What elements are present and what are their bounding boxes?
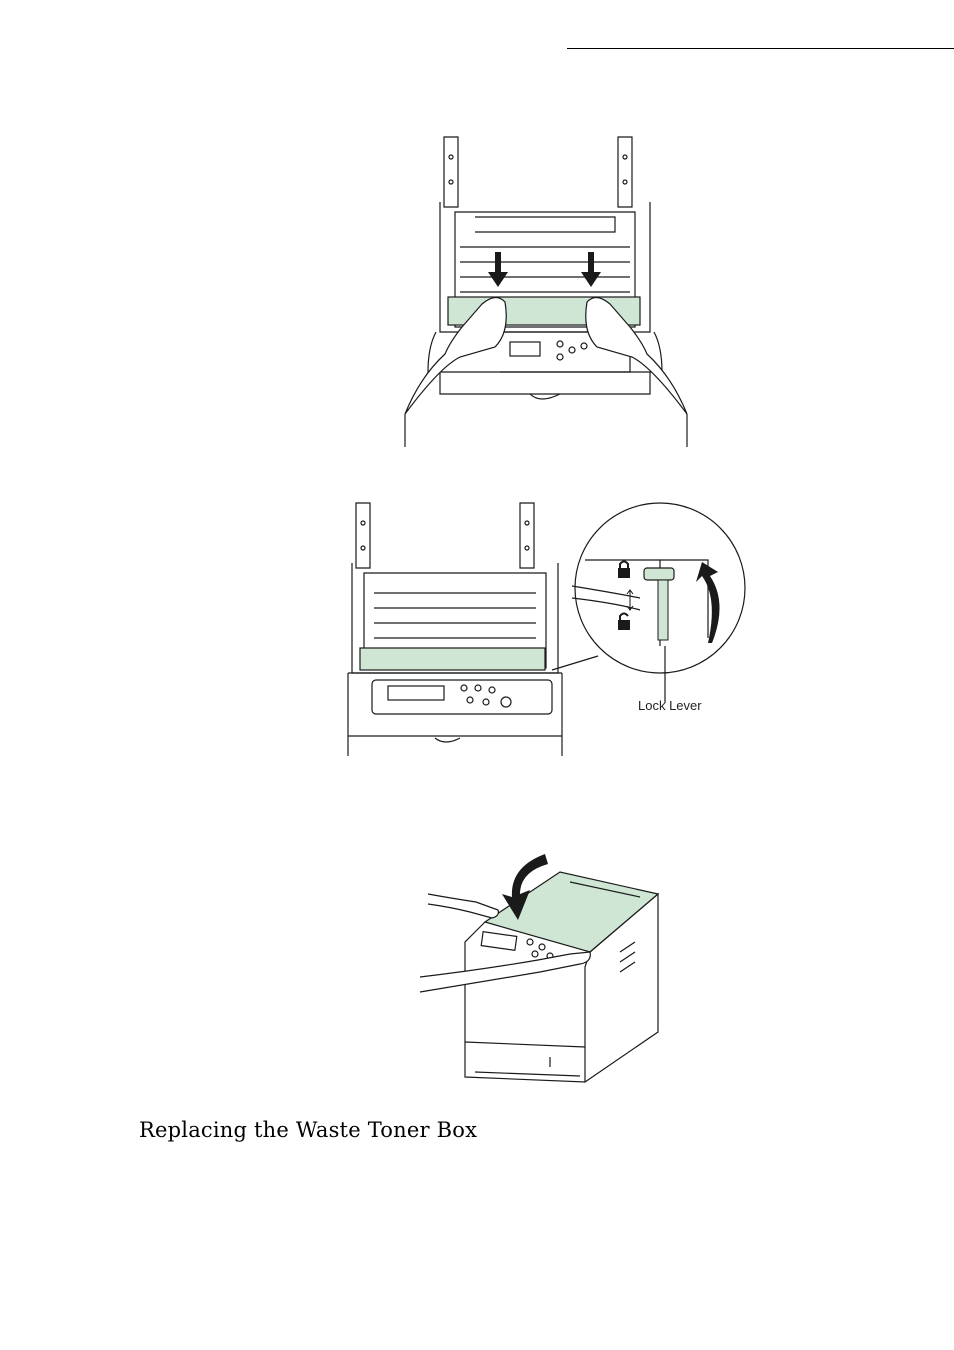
figure-lock-lever xyxy=(340,498,750,756)
lock-lever-label: Lock Lever xyxy=(638,698,702,713)
figure-close-cover xyxy=(420,842,665,1087)
printer-close-cover-illustration xyxy=(420,842,665,1087)
printer-lock-lever-illustration xyxy=(340,498,750,756)
section-heading-waste-toner: Replacing the Waste Toner Box xyxy=(139,1118,477,1142)
printer-open-toner-illustration xyxy=(400,132,692,447)
lock-closed-icon xyxy=(618,562,630,579)
figure-install-toner xyxy=(400,132,692,447)
lock-open-icon xyxy=(618,614,630,631)
header-rule xyxy=(567,48,954,49)
